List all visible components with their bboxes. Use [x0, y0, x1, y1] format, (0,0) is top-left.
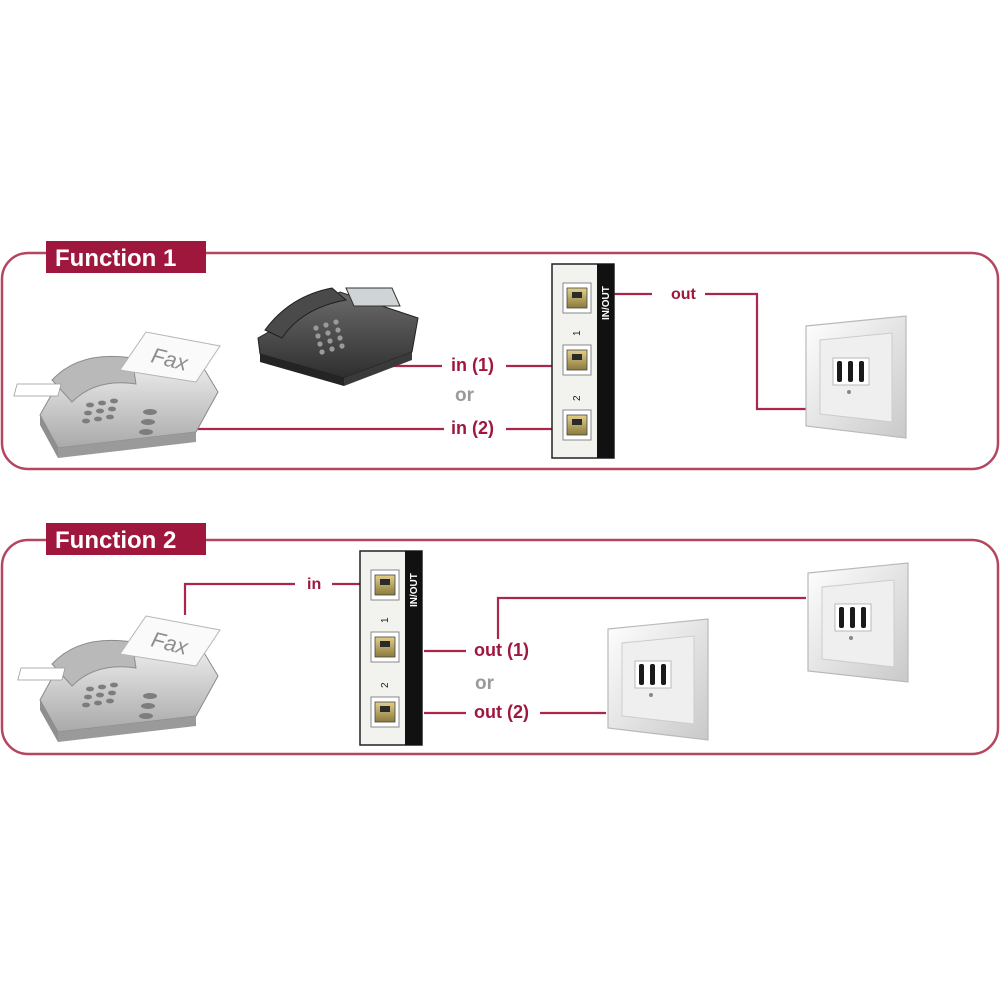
line-fax-to-in — [183, 582, 295, 615]
device-2-port-inout — [370, 569, 400, 601]
label-out-1: out (1) — [474, 640, 529, 660]
device-1-port-1-number: 1 — [572, 330, 583, 336]
device-2-port-1-number: 1 — [380, 617, 391, 623]
line-out-to-wall-socket-2 — [705, 292, 806, 411]
device-2-inout-label: IN/OUT — [409, 573, 420, 607]
device-1-port-2-number: 2 — [572, 395, 583, 401]
function-1-connection-lines — [196, 292, 806, 431]
function-2-title: Function 2 — [55, 527, 176, 554]
function-1-title: Function 1 — [55, 245, 176, 272]
device-2-port-2-number: 2 — [380, 682, 391, 688]
label-in-1: in (1) — [451, 355, 494, 375]
device-2-port-2 — [370, 696, 400, 728]
function-2-title-badge — [46, 523, 206, 555]
function-1-frame — [0, 251, 1000, 471]
function-2-connection-lines — [183, 582, 806, 715]
wall-socket-icon — [805, 315, 907, 439]
device-1-port-1 — [562, 344, 592, 376]
fax-machine-icon: Fax — [13, 331, 221, 458]
device-1-inout-label: IN/OUT — [601, 286, 612, 320]
wall-socket-lower-icon — [607, 618, 709, 741]
device-1-port-2 — [562, 409, 592, 441]
label-in: in — [307, 576, 321, 593]
label-or: or — [475, 673, 495, 694]
desk-phone-icon — [257, 287, 419, 386]
function-1-panel: Function 1 out in (1) or in (2) Fax — [0, 241, 1000, 471]
label-in-2: in (2) — [451, 418, 494, 438]
switch-device-1: IN/OUT 1 2 — [551, 263, 615, 459]
device-1-port-inout — [562, 282, 592, 314]
line-out1-to-upper-socket — [496, 596, 806, 639]
function-1-title-badge — [46, 241, 206, 273]
function-2-frame — [0, 538, 1000, 756]
switch-device-2: IN/OUT 1 2 — [359, 550, 423, 746]
wall-socket-upper-icon — [807, 562, 909, 683]
function-2-panel: Function 2 in out (1) or out (2) Fax — [0, 523, 1000, 756]
fax-machine-icon: Fax — [17, 615, 221, 742]
label-out-2: out (2) — [474, 702, 529, 722]
device-2-port-1 — [370, 631, 400, 663]
label-or: or — [455, 385, 475, 406]
label-out: out — [671, 286, 697, 303]
